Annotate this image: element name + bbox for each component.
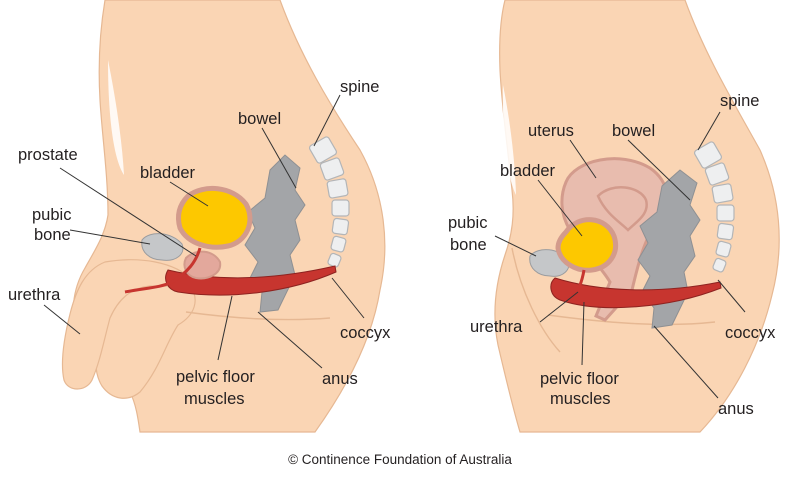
- female-urethra: [570, 269, 586, 301]
- male-bowel: [244, 154, 306, 313]
- label-female-bladder: bladder: [500, 162, 556, 180]
- male-urethra: [124, 247, 202, 294]
- male-spine: [308, 136, 350, 268]
- female-spine: [693, 141, 735, 273]
- female-buttock-crease: [547, 314, 716, 326]
- male-pelvic-floor-muscles: [165, 265, 337, 296]
- female-figure: [494, 0, 780, 433]
- copyright-credit: © Continence Foundation of Australia: [288, 452, 512, 467]
- label-female-uterus: uterus: [528, 122, 574, 140]
- male-buttock-crease: [185, 311, 331, 321]
- label-female-pubic-bone-line2: bone: [450, 236, 487, 254]
- label-male-bladder: bladder: [140, 164, 196, 182]
- label-male-pubic-bone-line1: pubic: [32, 206, 71, 224]
- label-male-pubic-bone-line2: bone: [34, 226, 71, 244]
- label-female-spine: spine: [720, 92, 759, 110]
- label-female-pubic-bone-line1: pubic: [448, 214, 487, 232]
- label-male-anus: anus: [322, 370, 358, 388]
- male-labels: prostate bladder bowel spine pubic bone …: [8, 78, 391, 408]
- leader-lines: [43, 94, 746, 399]
- male-figure: [61, 0, 386, 433]
- label-female-pelvic-floor-line2: muscles: [550, 390, 611, 408]
- label-male-bowel: bowel: [238, 110, 281, 128]
- label-female-anus: anus: [718, 400, 754, 418]
- female-thigh-crease: [511, 247, 561, 353]
- label-male-urethra: urethra: [8, 286, 61, 304]
- label-female-pelvic-floor-line1: pelvic floor: [540, 370, 619, 388]
- label-male-spine: spine: [340, 78, 379, 96]
- label-male-coccyx: coccyx: [340, 324, 391, 342]
- male-back-highlight: [108, 60, 124, 175]
- label-female-coccyx: coccyx: [725, 324, 776, 342]
- label-male-pelvic-floor-line2: muscles: [184, 390, 245, 408]
- female-back-highlight: [502, 85, 516, 195]
- label-female-bowel: bowel: [612, 122, 655, 140]
- label-male-pelvic-floor-line1: pelvic floor: [176, 368, 255, 386]
- female-bladder: [555, 217, 618, 273]
- label-female-urethra: urethra: [470, 318, 523, 336]
- label-male-prostate: prostate: [18, 146, 78, 164]
- female-pelvic-floor-muscles: [550, 277, 722, 309]
- male-bladder: [175, 185, 253, 250]
- female-uterus-cavity: [596, 186, 648, 232]
- female-labels: uterus bowel spine bladder pubic bone ur…: [448, 92, 776, 418]
